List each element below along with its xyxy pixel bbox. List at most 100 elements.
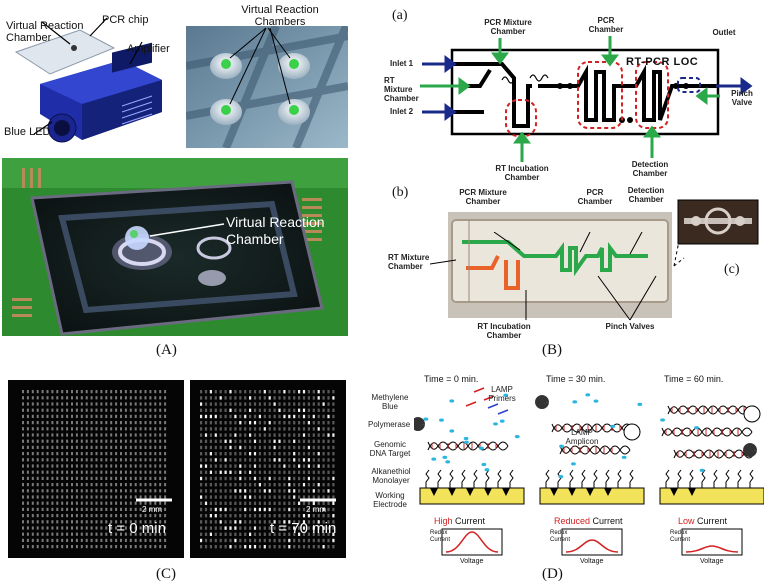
well-dot <box>75 476 78 480</box>
well-dot <box>71 433 73 437</box>
well-dot <box>110 526 113 530</box>
electrochemical-lamp-schematic <box>414 387 764 505</box>
well-dot <box>244 464 247 468</box>
well-dot <box>85 458 88 462</box>
well-dot <box>327 501 330 505</box>
well-dot <box>224 520 227 524</box>
well-dot <box>144 408 147 412</box>
well-dot <box>268 396 271 400</box>
well-dot <box>75 520 78 524</box>
well-dot <box>298 495 301 499</box>
well-dot <box>26 464 29 468</box>
well-dot <box>61 526 64 530</box>
well-dot <box>36 396 39 400</box>
well-dot <box>31 520 34 524</box>
well-dot <box>46 458 49 462</box>
well-dot <box>154 514 157 518</box>
well-dot <box>139 408 142 412</box>
well-dot <box>278 445 281 450</box>
well-dot <box>302 452 306 456</box>
well-dot <box>317 538 320 543</box>
well-dot <box>219 483 222 487</box>
well-dot <box>283 501 286 505</box>
well-dot <box>75 390 78 394</box>
electron-arrow <box>586 488 594 496</box>
current-label-reduced: Reduced Current <box>554 516 623 526</box>
well-dot <box>298 538 301 543</box>
well-dot <box>164 532 167 536</box>
legend-polymerase: Polymerase <box>368 420 411 429</box>
well-dot <box>293 402 296 406</box>
well-dot <box>244 470 247 474</box>
well-dot <box>293 439 296 443</box>
well-dot <box>51 470 54 474</box>
well-dot <box>273 501 276 505</box>
well-dot <box>302 408 306 412</box>
well-dot <box>200 532 203 536</box>
well-dot <box>41 545 44 549</box>
well-dot <box>80 483 83 487</box>
well-dot <box>164 390 167 394</box>
well-dot <box>75 421 78 425</box>
well-dot <box>115 507 118 511</box>
well-dot <box>258 439 261 443</box>
time-header-60: Time = 60 min. <box>664 374 724 384</box>
well-dot <box>214 433 217 437</box>
well-dot <box>209 464 212 468</box>
well-dot <box>322 538 325 543</box>
well-dot <box>253 390 257 394</box>
well-dot <box>234 445 237 450</box>
well-dot <box>253 445 257 450</box>
well-dot <box>273 470 276 474</box>
well-dot <box>229 433 232 437</box>
well-dot <box>120 452 122 456</box>
well-dot <box>46 445 49 449</box>
well-dot <box>219 514 222 518</box>
well-dot <box>307 489 310 493</box>
well-dot <box>159 483 162 487</box>
well-dot <box>120 464 122 468</box>
well-dot <box>149 464 152 468</box>
well-dot <box>26 520 29 524</box>
well-dot <box>139 489 142 493</box>
well-dot <box>200 433 203 437</box>
well-dot <box>46 464 49 468</box>
well-dot <box>56 507 59 511</box>
lamp-primer <box>473 387 485 393</box>
well-dot <box>31 414 34 418</box>
well-dot <box>283 545 286 549</box>
well-dot <box>110 433 113 437</box>
well-dot <box>298 439 301 443</box>
well-dot <box>214 427 217 431</box>
well-dot <box>120 427 122 431</box>
methylene-blue-dot <box>439 418 444 422</box>
monolayer-chain <box>725 469 730 488</box>
well-dot <box>229 408 232 412</box>
well-dot <box>283 538 286 543</box>
well-dot <box>164 526 167 530</box>
well-dot <box>214 538 217 543</box>
well-dot <box>283 489 286 493</box>
well-dot <box>90 464 93 468</box>
well-dot <box>80 545 83 549</box>
well-dot <box>100 545 103 549</box>
well-dot <box>46 476 49 480</box>
well-dot <box>200 470 203 474</box>
well-dot <box>90 445 93 449</box>
monolayer-chain <box>581 469 586 488</box>
well-dot <box>51 476 54 480</box>
well-dot <box>105 464 108 468</box>
well-dot <box>283 476 286 481</box>
well-dot <box>80 489 83 493</box>
well-dot <box>209 408 212 412</box>
x-axis-label-3: Voltage <box>700 558 724 565</box>
well-dot <box>317 526 320 530</box>
well-dot <box>144 427 147 431</box>
sub-label-a: (a) <box>392 8 408 23</box>
well-dot <box>90 421 93 425</box>
well-dot <box>85 452 88 456</box>
well-dot <box>268 507 271 512</box>
well-dot <box>124 501 127 505</box>
well-dot <box>100 520 103 524</box>
well-dot <box>327 421 330 425</box>
